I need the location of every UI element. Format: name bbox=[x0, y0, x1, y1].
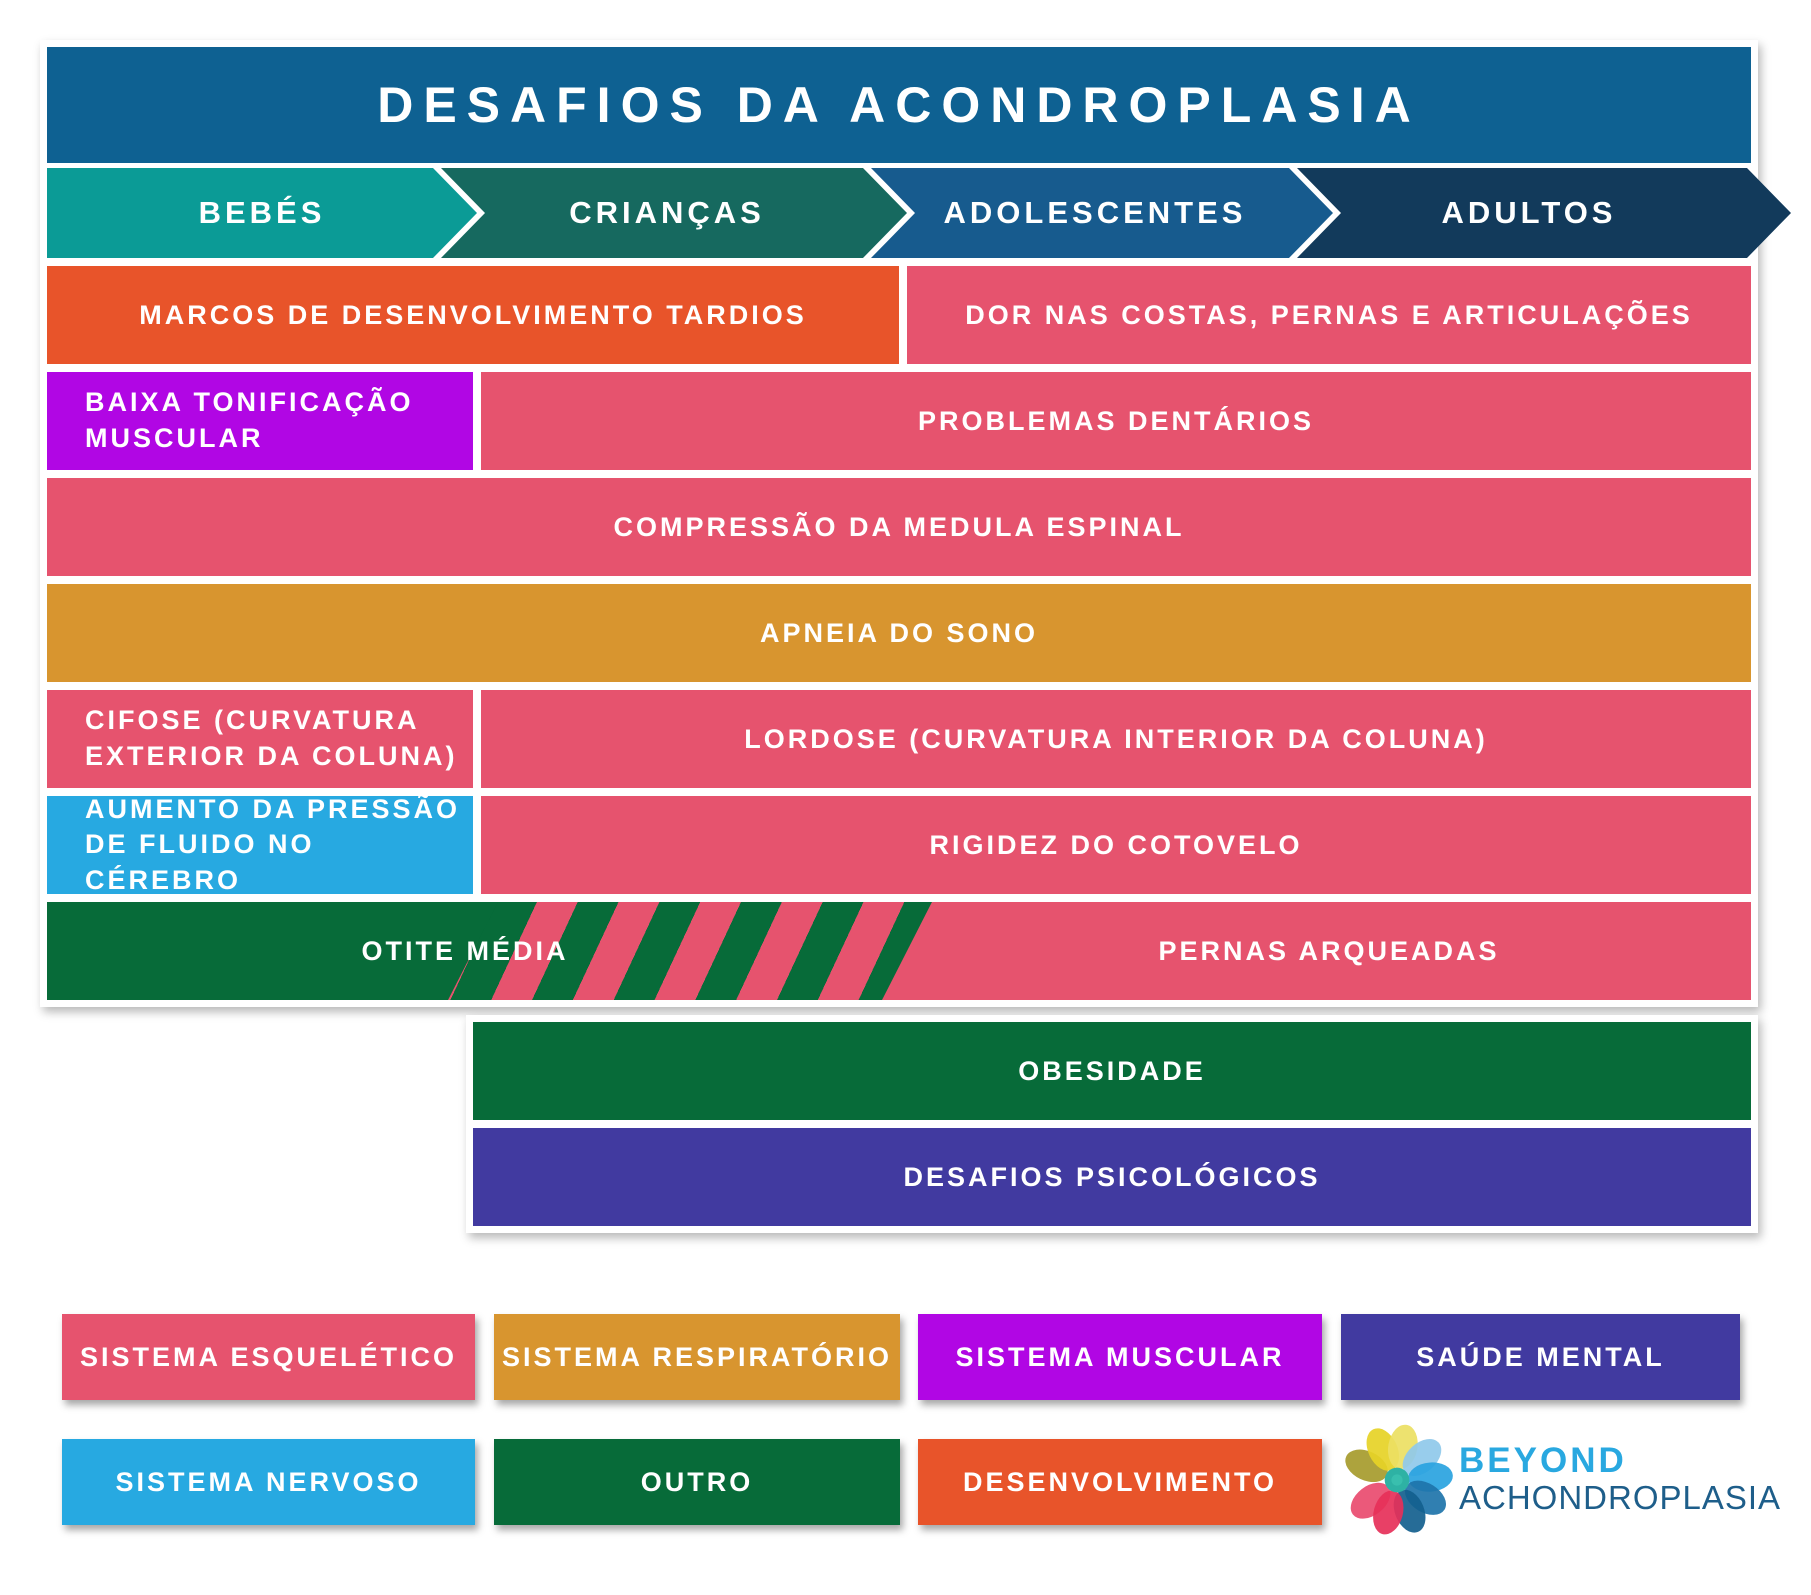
challenges-figure: DESAFIOS DA ACONDROPLASIA BEBÉS CRIANÇAS… bbox=[40, 40, 1758, 1007]
age-chevron-criancas: CRIANÇAS bbox=[441, 168, 907, 258]
bar-otite-media-label: OTITE MÉDIA bbox=[362, 902, 569, 1000]
legend-sistema-nervoso: SISTEMA NERVOSO bbox=[62, 1439, 475, 1525]
age-group-row: BEBÉS CRIANÇAS ADOLESCENTES ADULTOS bbox=[40, 168, 1758, 258]
age-label-criancas: CRIANÇAS bbox=[569, 195, 765, 230]
bar-problemas-dentarios: PROBLEMAS DENTÁRIOS bbox=[481, 372, 1751, 470]
age-label-bebes: BEBÉS bbox=[198, 195, 326, 230]
legend-label: DESENVOLVIMENTO bbox=[962, 1466, 1278, 1497]
challenges-figure-lower: OBESIDADE DESAFIOS PSICOLÓGICOS bbox=[466, 1015, 1758, 1233]
bar-label: PERNAS ARQUEADAS bbox=[1158, 935, 1500, 966]
bar-baixa-tonificacao: BAIXA TONIFICAÇÃO MUSCULAR bbox=[47, 372, 473, 470]
legend-label: SISTEMA ESQUELÉTICO bbox=[79, 1341, 458, 1372]
bar-dor-costas: DOR NAS COSTAS, PERNAS E ARTICULAÇÕES bbox=[907, 266, 1751, 364]
bar-rigidez-cotovelo: RIGIDEZ DO COTOVELO bbox=[481, 796, 1751, 894]
age-label-adolescentes: ADOLESCENTES bbox=[943, 195, 1247, 230]
legend-label: SISTEMA MUSCULAR bbox=[955, 1341, 1285, 1372]
bar-otite-pernas: OTITE MÉDIA PERNAS ARQUEADAS bbox=[47, 902, 1751, 1000]
bar-aumento-pressao: AUMENTO DA PRESSÃO DE FLUIDO NO CÉREBRO bbox=[47, 794, 473, 895]
legend-label: SAÚDE MENTAL bbox=[1416, 1341, 1665, 1372]
bar-label: APNEIA DO SONO bbox=[759, 617, 1039, 648]
bar-label: RIGIDEZ DO COTOVELO bbox=[929, 829, 1303, 860]
age-chevron-bebes: BEBÉS bbox=[47, 168, 477, 258]
legend-sistema-esqueletico: SISTEMA ESQUELÉTICO bbox=[62, 1314, 475, 1400]
bar-apneia-sono: APNEIA DO SONO bbox=[47, 584, 1751, 682]
bar-label: CIFOSE (CURVATURA EXTERIOR DA COLUNA) bbox=[85, 705, 458, 771]
legend-sistema-respiratorio: SISTEMA RESPIRATÓRIO bbox=[494, 1314, 900, 1400]
bar-desafios-psicologicos: DESAFIOS PSICOLÓGICOS bbox=[473, 1128, 1751, 1226]
bar-label: DESAFIOS PSICOLÓGICOS bbox=[903, 1161, 1321, 1192]
age-chevron-adultos: ADULTOS bbox=[1297, 168, 1791, 258]
bar-label: DOR NAS COSTAS, PERNAS E ARTICULAÇÕES bbox=[965, 299, 1693, 330]
logo-line2: ACHONDROPLASIA bbox=[1459, 1479, 1782, 1517]
legend-saude-mental: SAÚDE MENTAL bbox=[1341, 1314, 1740, 1400]
legend-label: OUTRO bbox=[640, 1466, 754, 1497]
bar-label: OTITE MÉDIA bbox=[361, 935, 569, 966]
bar-label: COMPRESSÃO DA MEDULA ESPINAL bbox=[613, 511, 1185, 542]
bar-label: LORDOSE (CURVATURA INTERIOR DA COLUNA) bbox=[744, 723, 1488, 754]
bar-label: AUMENTO DA PRESSÃO DE FLUIDO NO CÉREBRO bbox=[85, 793, 461, 895]
title-bar: DESAFIOS DA ACONDROPLASIA bbox=[47, 47, 1751, 163]
bar-compressao-medula: COMPRESSÃO DA MEDULA ESPINAL bbox=[47, 478, 1751, 576]
beyond-achondroplasia-logo: BEYOND ACHONDROPLASIA bbox=[1341, 1420, 1781, 1540]
bar-lordose: LORDOSE (CURVATURA INTERIOR DA COLUNA) bbox=[481, 690, 1751, 788]
bar-label: BAIXA TONIFICAÇÃO MUSCULAR bbox=[85, 387, 414, 453]
legend-desenvolvimento: DESENVOLVIMENTO bbox=[918, 1439, 1322, 1525]
age-label-adultos: ADULTOS bbox=[1441, 195, 1617, 230]
bar-obesidade: OBESIDADE bbox=[473, 1022, 1751, 1120]
legend-label: SISTEMA RESPIRATÓRIO bbox=[501, 1341, 893, 1372]
page-title: DESAFIOS DA ACONDROPLASIA bbox=[377, 77, 1421, 133]
logo-line1: BEYOND bbox=[1459, 1441, 1627, 1481]
bar-marcos-desenvolvimento: MARCOS DE DESENVOLVIMENTO TARDIOS bbox=[47, 266, 899, 364]
bar-label: MARCOS DE DESENVOLVIMENTO TARDIOS bbox=[139, 299, 807, 330]
legend-outro: OUTRO bbox=[494, 1439, 900, 1525]
bar-label: OBESIDADE bbox=[1018, 1055, 1206, 1086]
bar-label: PROBLEMAS DENTÁRIOS bbox=[917, 405, 1315, 436]
bar-pernas-arqueadas-label: PERNAS ARQUEADAS bbox=[1158, 902, 1499, 1000]
legend-label: SISTEMA NERVOSO bbox=[115, 1466, 422, 1497]
bar-cifose: CIFOSE (CURVATURA EXTERIOR DA COLUNA) bbox=[47, 690, 473, 788]
age-chevron-adolescentes: ADOLESCENTES bbox=[871, 168, 1333, 258]
logo-text: BEYOND ACHONDROPLASIA bbox=[1459, 1443, 1781, 1516]
legend-sistema-muscular: SISTEMA MUSCULAR bbox=[918, 1314, 1322, 1400]
logo-flower-icon bbox=[1345, 1424, 1453, 1535]
